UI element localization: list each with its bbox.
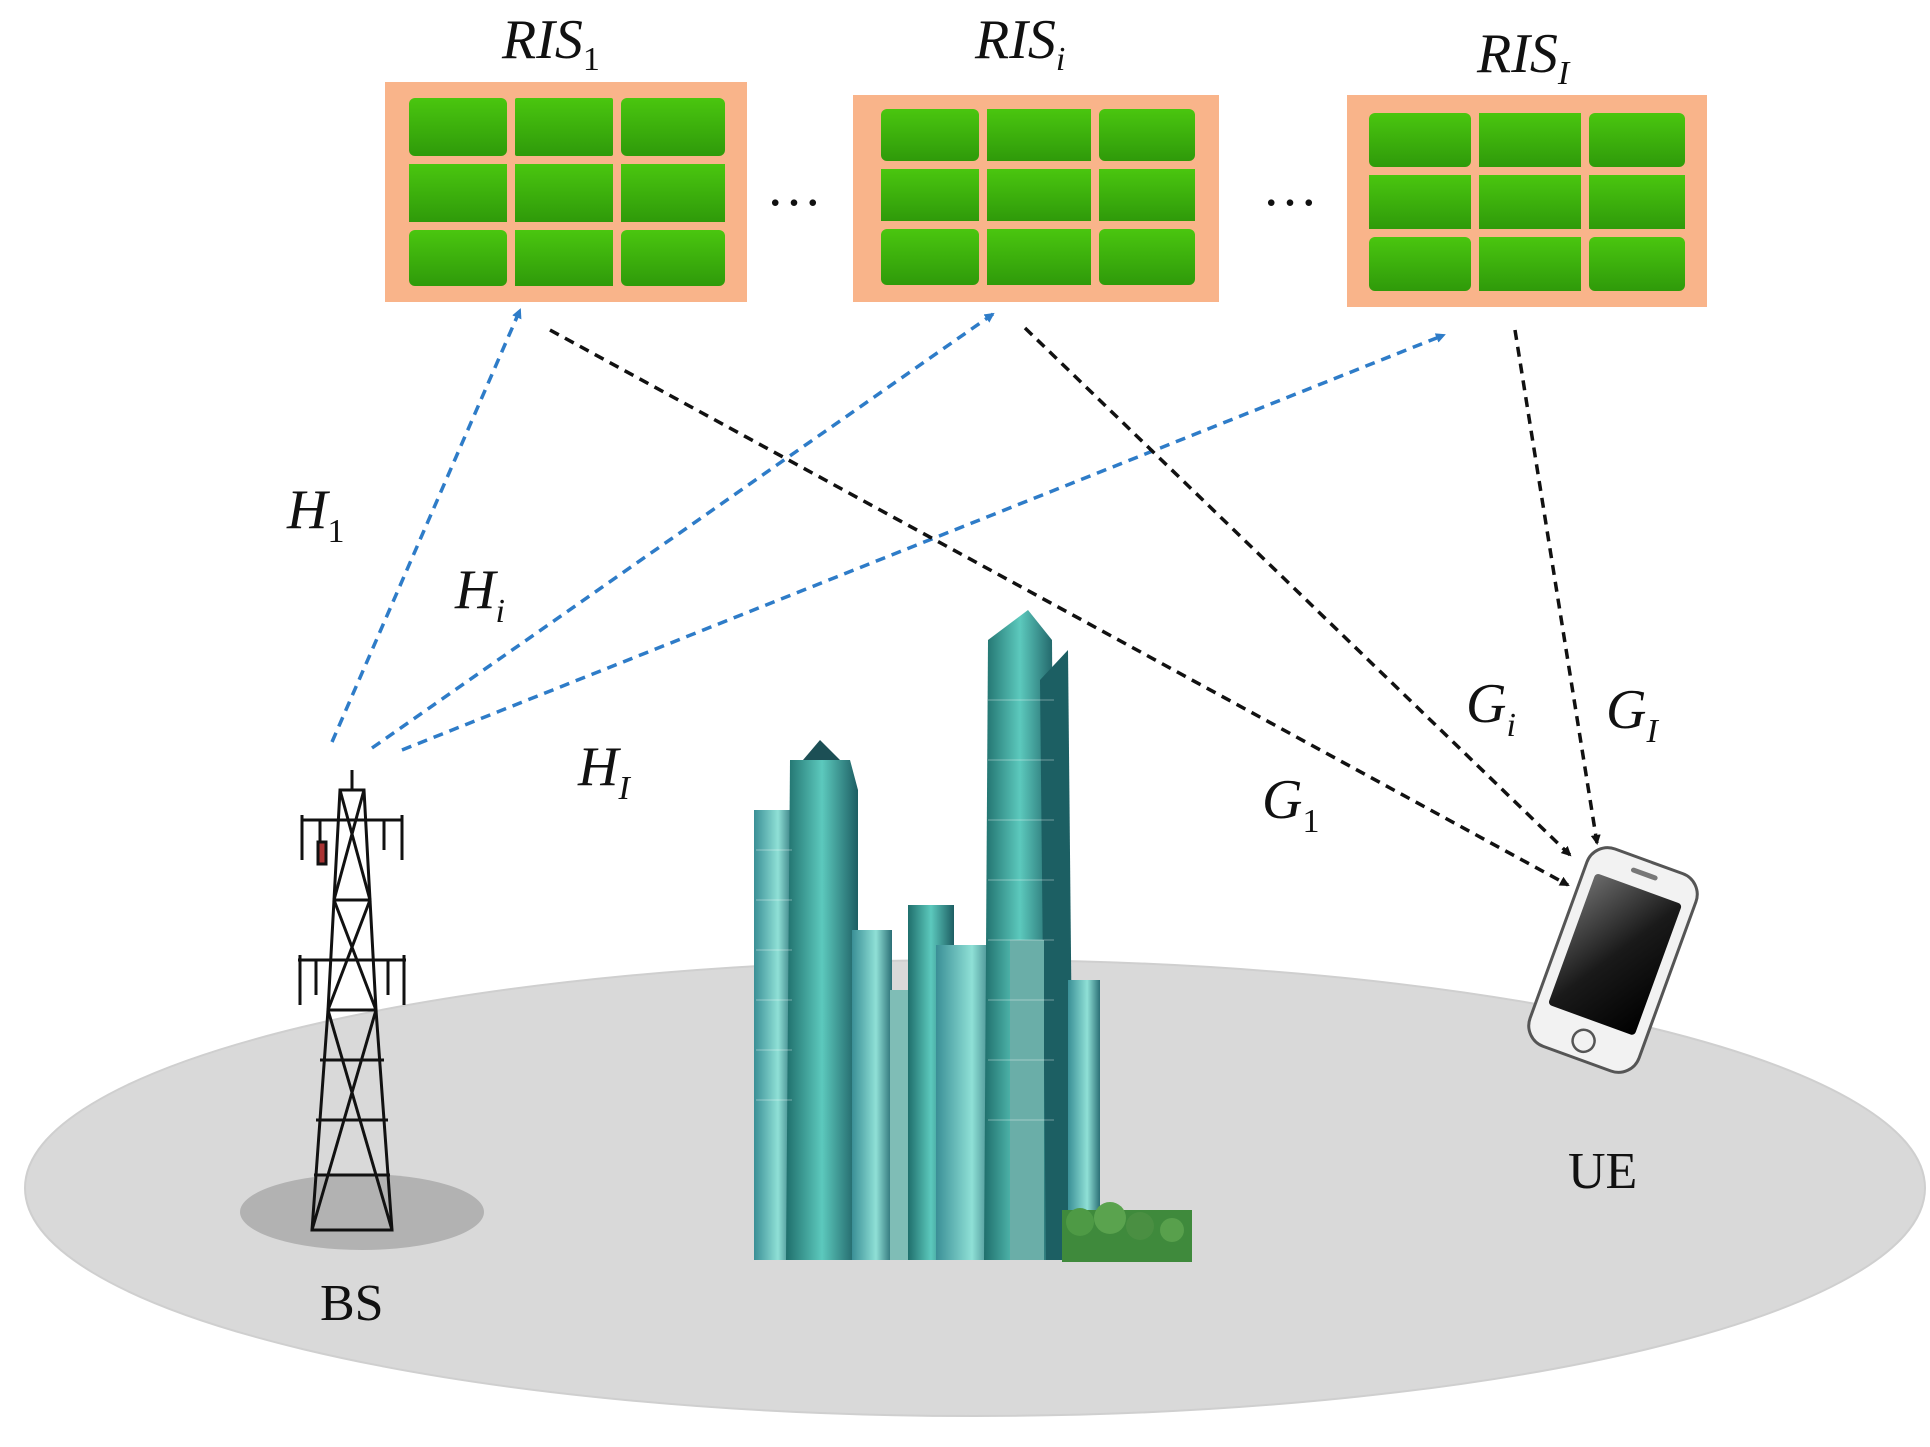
h-link-1 bbox=[330, 308, 522, 743]
ris-panel-icon bbox=[1369, 113, 1685, 291]
ris-panel-1 bbox=[385, 82, 747, 302]
ris-label-I: RISI bbox=[1476, 23, 1571, 92]
ris-label-1: RIS1 bbox=[501, 9, 600, 78]
h-label-i: Hi bbox=[454, 559, 505, 630]
h-label-I: HI bbox=[577, 736, 631, 807]
ue-label: UE bbox=[1568, 1143, 1637, 1200]
g-label-i: Gi bbox=[1466, 673, 1516, 744]
ris-label-i: RISi bbox=[974, 9, 1065, 78]
g-link-I bbox=[1513, 329, 1601, 845]
ellipsis-2: … bbox=[1262, 156, 1318, 218]
g-links bbox=[549, 326, 1601, 887]
g-link-i bbox=[1023, 326, 1572, 857]
city-buildings-icon bbox=[754, 610, 1192, 1262]
smartphone-icon bbox=[1527, 846, 1699, 1074]
g-label-I: GI bbox=[1606, 679, 1659, 750]
cell-tower-icon bbox=[298, 770, 406, 1232]
h-link-I bbox=[401, 333, 1446, 752]
bs-footprint bbox=[240, 1174, 484, 1250]
ris-panel-icon bbox=[409, 97, 725, 287]
h-links bbox=[330, 308, 1446, 752]
ris-panel-I bbox=[1347, 95, 1707, 307]
g-link-1 bbox=[549, 328, 1570, 887]
g-label-1: G1 bbox=[1262, 769, 1319, 840]
ellipsis-1: … bbox=[766, 156, 822, 218]
ris-panel-i bbox=[853, 95, 1219, 302]
h-link-i bbox=[370, 312, 995, 750]
h-label-1: H1 bbox=[286, 479, 344, 550]
bs-label: BS bbox=[320, 1275, 384, 1332]
ris-panel-icon bbox=[881, 109, 1195, 285]
